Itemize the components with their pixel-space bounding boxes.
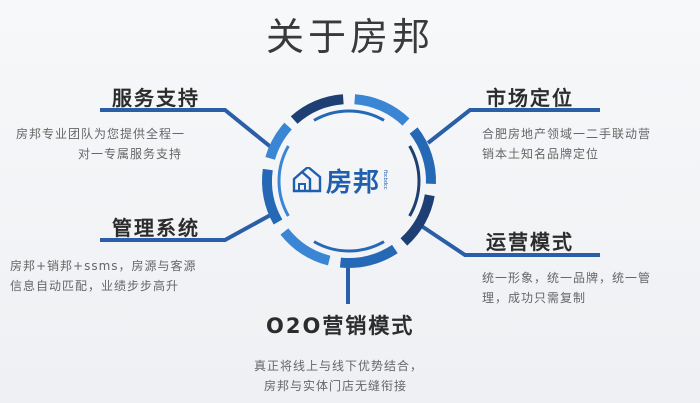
desc-line: 房邦与实体门店无缝衔接 <box>264 379 408 393</box>
ring-segment <box>409 127 436 185</box>
ring-inner-segment <box>313 109 385 122</box>
desc-line: 合肥房地产领域一二手联动营 <box>482 127 652 141</box>
heading-o2o-marketing: O2O营销模式 <box>266 314 415 338</box>
desc-line: 对一专属服务支持 <box>78 147 183 161</box>
desc-line: 信息自动匹配，业绩步步高升 <box>10 279 180 293</box>
desc-market-position: 合肥房地产领域一二手联动营 销本土知名品牌定位 <box>482 124 651 164</box>
ring-segment <box>400 194 435 246</box>
desc-line: 真正将线上与线下优势结合， <box>254 359 424 373</box>
desc-line: 理，成功只需复制 <box>482 291 587 305</box>
desc-line: 统一形象，统一品牌，统一管 <box>482 271 652 285</box>
connector-market <box>426 108 600 145</box>
desc-line: 房邦专业团队为您提供全程一 <box>16 127 186 141</box>
heading-market-position: 市场定位 <box>486 86 574 110</box>
page-title: 关于房邦 <box>265 15 434 59</box>
ring-inner-segment <box>277 145 290 217</box>
desc-line: 销本土知名品牌定位 <box>482 147 600 161</box>
ring-segment <box>290 94 344 124</box>
desc-management-system: 房邦+销邦+ssms，房源与客源 信息自动匹配，业绩步步高升 <box>10 256 197 296</box>
house-icon <box>292 167 322 193</box>
connector-operation <box>418 223 600 257</box>
desc-operation-mode: 统一形象，统一品牌，统一管 理，成功只需复制 <box>482 268 651 308</box>
ring-segment <box>262 168 283 225</box>
ring <box>262 94 436 268</box>
desc-o2o-marketing: 真正将线上与线下优势结合， 房邦与实体门店无缝衔接 <box>254 356 423 396</box>
connector-service <box>100 108 274 150</box>
desc-service-support: 房邦专业团队为您提供全程一 对一专属服务支持 <box>16 124 185 164</box>
ring-segment <box>280 228 331 266</box>
connector-management <box>100 210 277 242</box>
logo-text: 房邦 <box>326 167 381 198</box>
ring-inner-segment <box>408 145 421 217</box>
desc-line: 房邦+销邦+ssms，房源与客源 <box>10 259 197 273</box>
heading-management-system: 管理系统 <box>112 216 200 240</box>
heading-operation-mode: 运营模式 <box>486 230 574 254</box>
logo: 房邦 fbcbdcc <box>292 162 412 198</box>
ring-segment <box>339 244 398 268</box>
logo-subtext: fbcbdcc <box>382 170 389 190</box>
ring-segment <box>265 122 292 160</box>
ring-segment <box>354 94 410 126</box>
heading-service-support: 服务支持 <box>112 86 200 110</box>
ring-inner-segment <box>313 240 385 253</box>
